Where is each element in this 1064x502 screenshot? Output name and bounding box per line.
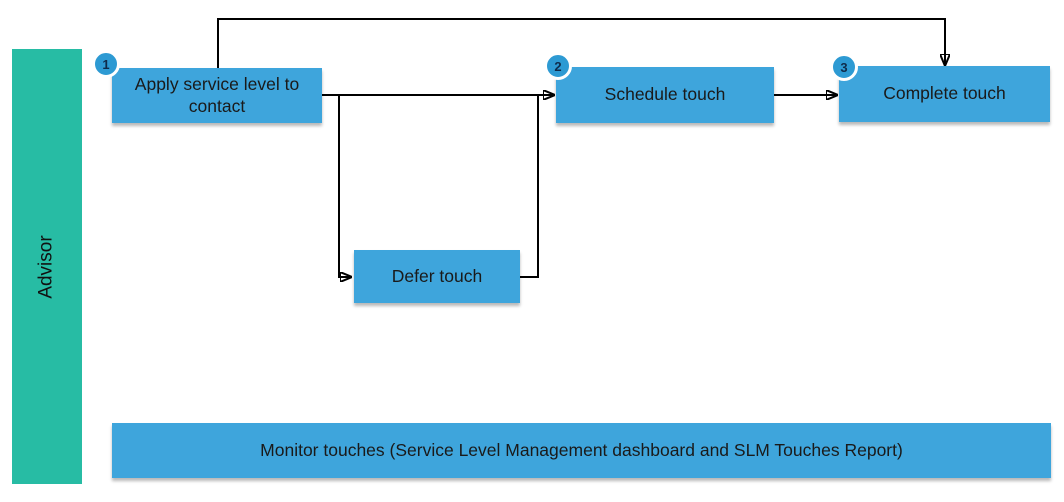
edge-defer-to-schedule xyxy=(520,96,539,278)
step-badge-2: 2 xyxy=(544,52,572,80)
node-schedule-touch: Schedule touch xyxy=(556,67,774,123)
edge-apply-to-defer xyxy=(338,95,350,277)
swimlane-advisor-label: Advisor xyxy=(35,234,57,299)
node-complete-touch: Complete touch xyxy=(839,66,1050,122)
step-badge-1: 1 xyxy=(92,50,120,78)
node-apply-service-level: Apply service level to contact xyxy=(112,68,322,123)
node-defer-touch: Defer touch xyxy=(354,250,520,303)
swimlane-advisor: Advisor xyxy=(12,49,82,484)
node-monitor-touches: Monitor touches (Service Level Managemen… xyxy=(112,423,1051,478)
step-badge-3: 3 xyxy=(830,53,858,81)
